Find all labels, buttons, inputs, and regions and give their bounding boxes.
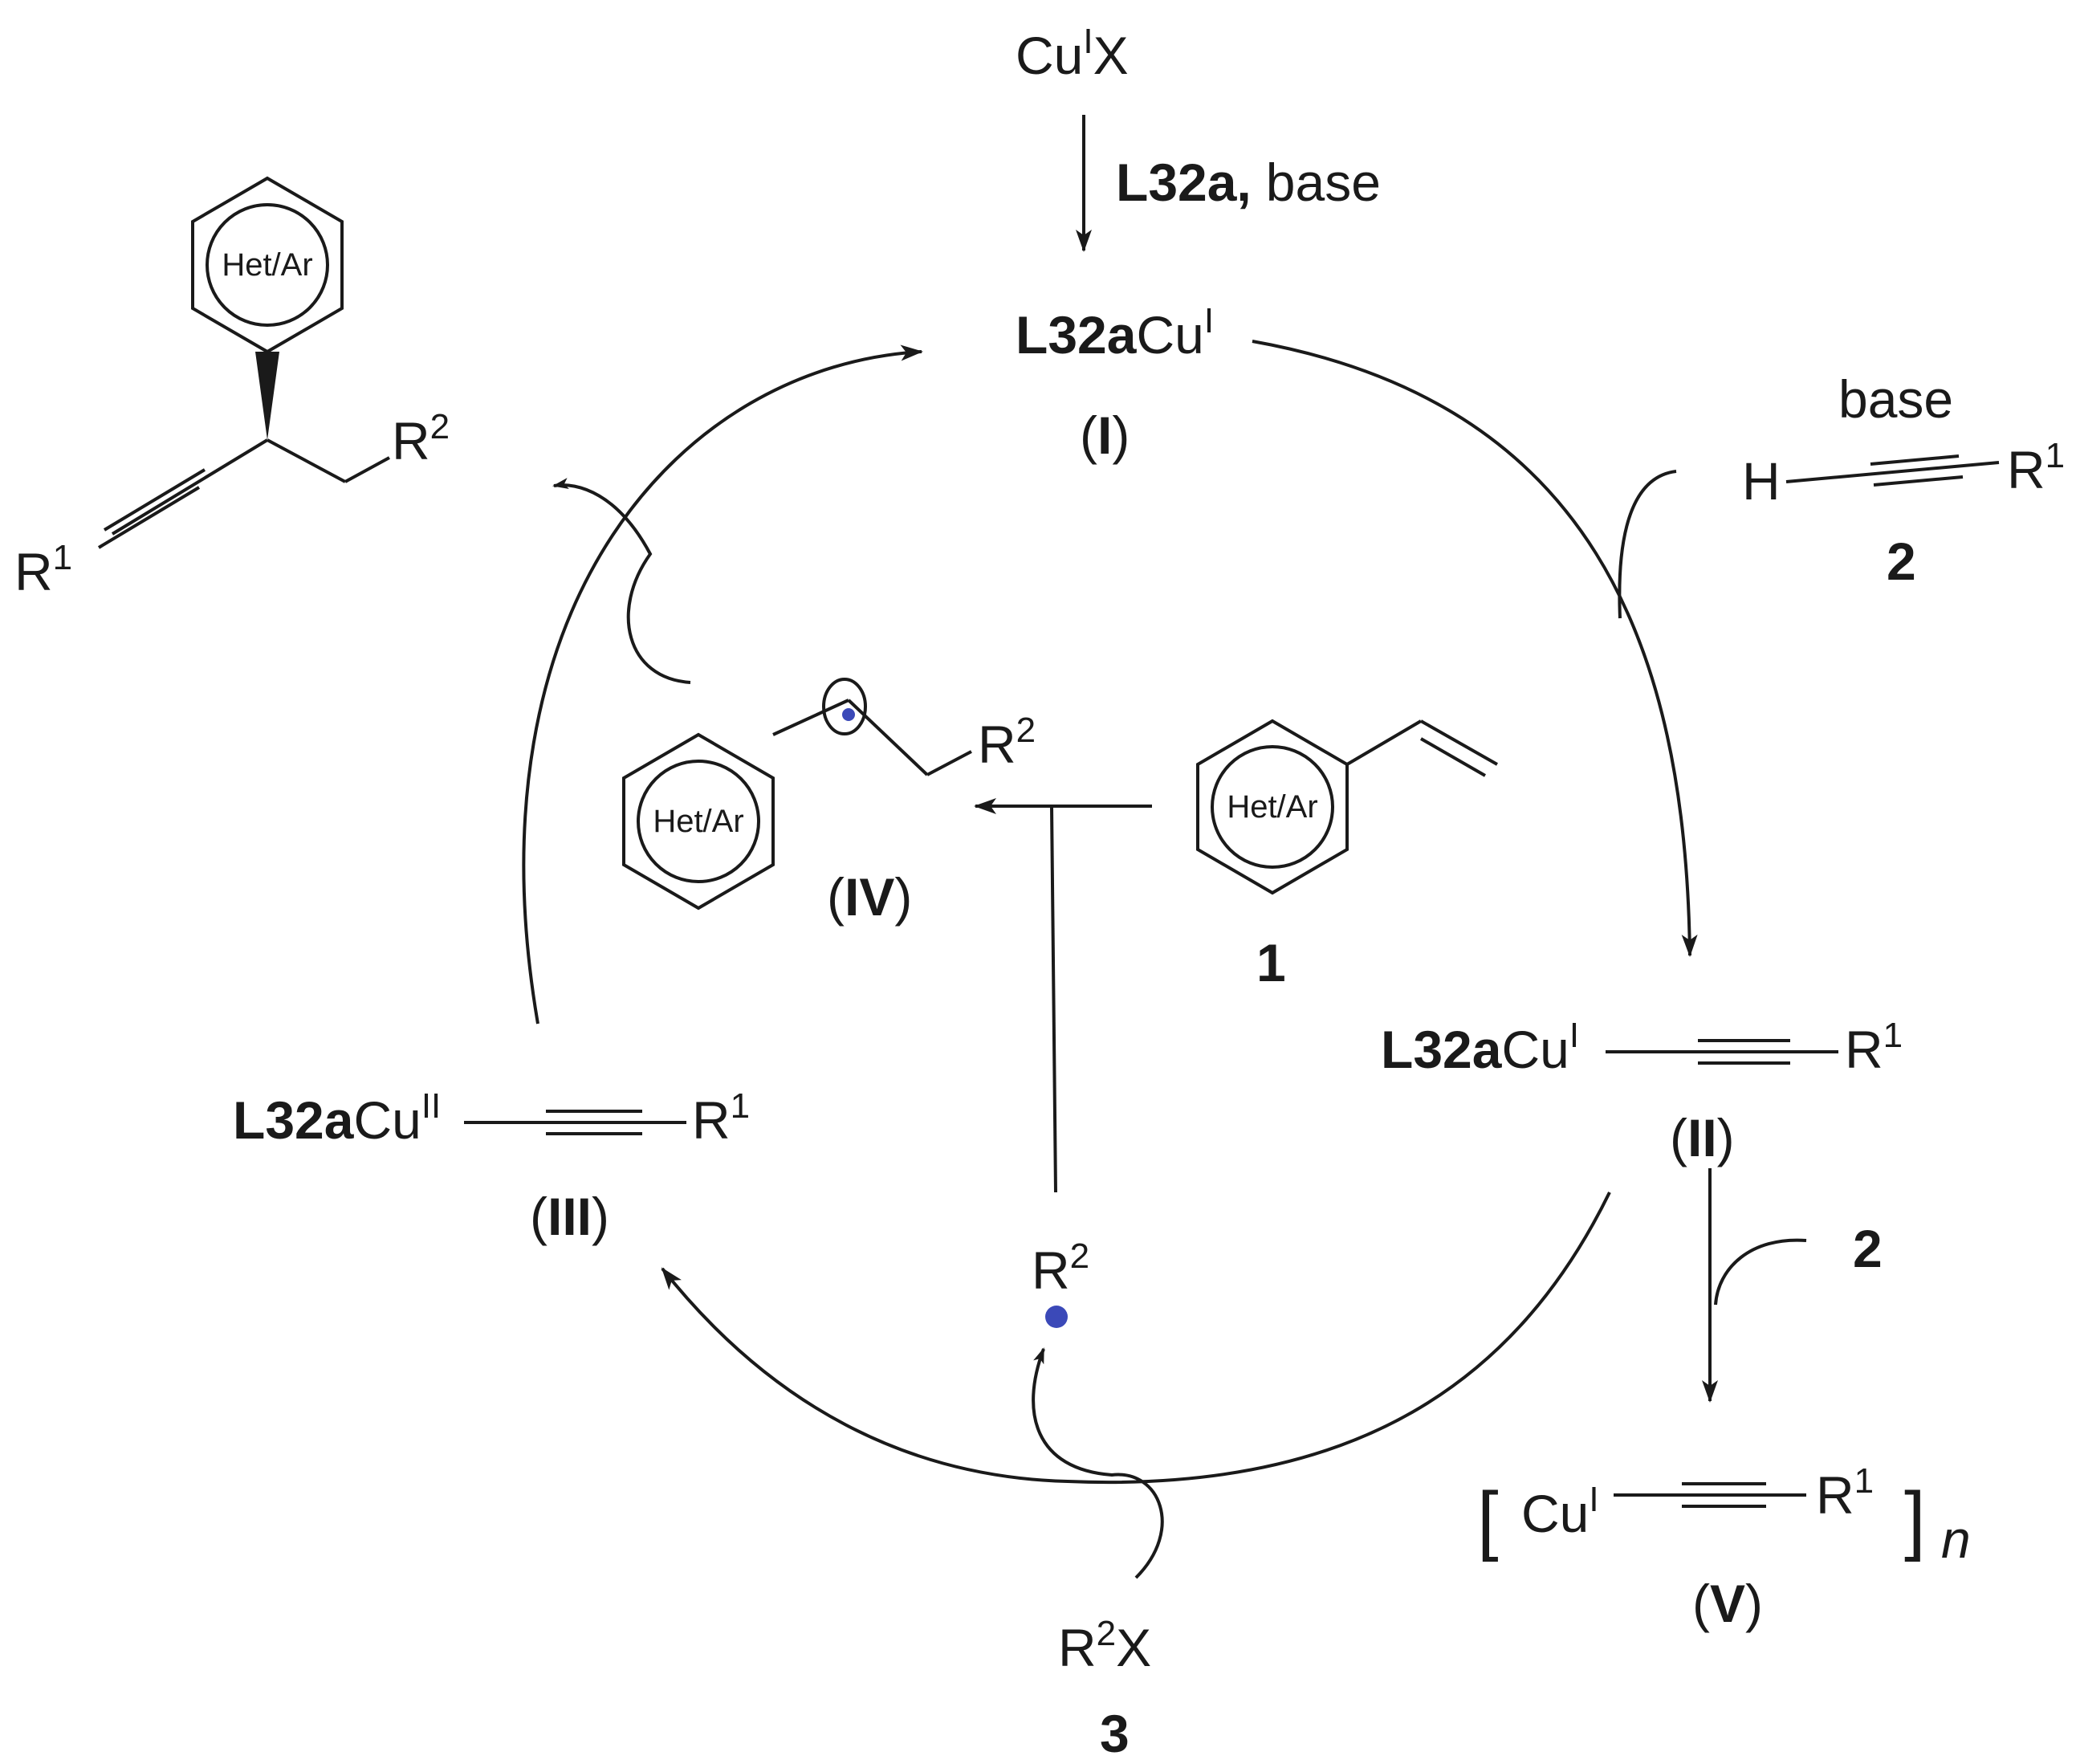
IV-R2: R2 [978,711,1036,774]
species-V-bracket-open: [ [1477,1477,1499,1562]
IV-ring-label: Het/Ar [653,804,743,839]
product-ring-label: Het/Ar [222,247,312,283]
alkyne-base-label: base [1838,369,1953,429]
species-V-label: (V) [1692,1574,1763,1633]
species-V-subscript-n: n [1941,1509,1971,1569]
side-reagent-number: 2 [1853,1219,1883,1278]
precursor-cu-text: CuIX [1016,22,1129,85]
species-III-label: (III) [530,1187,609,1246]
styrene-number: 1 [1256,933,1286,992]
curve-excess-alkyne [1714,1238,1807,1306]
curve-IV-to-product [552,478,691,684]
species-II-formula: L32aCuI [1381,1016,1579,1079]
alkyne-H: H [1742,451,1781,511]
curve-R2X-to-radical [1032,1347,1164,1579]
radical-R2-text: R2 [1032,1236,1089,1300]
IV-radical-dot [842,708,855,721]
reagent-3-formula: R2X [1058,1614,1151,1677]
species-I-formula: L32aCuI [1016,301,1214,365]
curve-alkyne-entry [1618,470,1677,619]
species-V-alkynyl-bonds [1614,1482,1806,1508]
product-wedge-bond [255,352,279,440]
species-II-label: (II) [1670,1108,1735,1167]
cycle-arc-II-to-III [661,1192,1611,1484]
species-II-alkynyl-bonds [1606,1039,1838,1065]
line-radical-up [1050,805,1057,1193]
species-III-alkynyl-bonds [464,1110,686,1135]
reagent-3-number: 3 [1100,1704,1130,1760]
product-structure [97,176,390,549]
product-R1: R1 [14,538,72,601]
species-V-cu: CuI [1521,1480,1599,1543]
cycle-arc-III-to-I [522,344,923,1025]
step0-reagents: L32a,base [1116,153,1381,212]
cycle-arc-I-to-II [1252,340,1698,957]
radical-dot [1045,1306,1068,1328]
product-R2: R2 [392,407,450,471]
species-V-bracket-close: ] [1904,1477,1926,1562]
species-IV-label: (IV) [827,867,912,927]
styrene-ring-label: Het/Ar [1227,789,1317,825]
alkyne-2-bonds [1785,454,2000,487]
alkyne-number: 2 [1887,532,1916,591]
intermediate-IV-structure [622,678,972,911]
species-II-R1: R1 [1845,1016,1903,1079]
species-V-R1: R1 [1816,1461,1874,1525]
species-I-label: (I) [1080,405,1130,465]
alkyne-R1: R1 [2007,436,2065,499]
species-III-R1: R1 [692,1086,750,1150]
species-III-formula: L32aCuII [233,1086,441,1150]
styrene-structure [1196,719,1498,895]
